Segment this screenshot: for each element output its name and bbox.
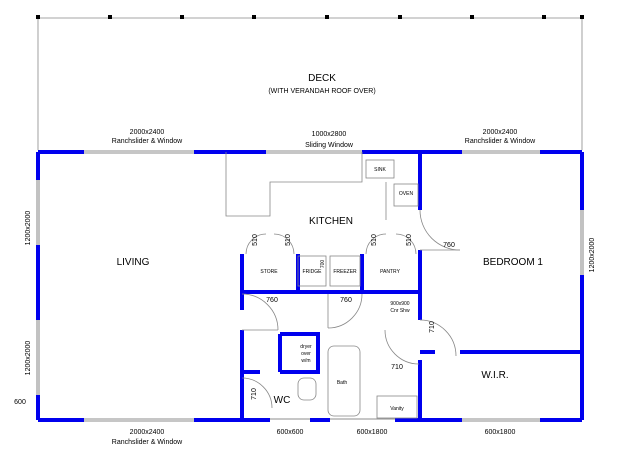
left-corner-dim: 600 — [14, 399, 26, 406]
room-wir: W.I.R. — [481, 370, 508, 381]
exterior-walls — [36, 150, 584, 422]
deck-outline — [37, 17, 583, 150]
bottom-bath-window: 600x1800 — [357, 429, 388, 436]
left-lower-window: 1200x2000 — [25, 341, 32, 376]
bottom-wc-window: 600x600 — [277, 429, 304, 436]
fridge-width-dim: 700 — [320, 260, 326, 269]
left-upper-window: 1200x2000 — [25, 211, 32, 246]
wc-door-dim: 710 — [251, 388, 258, 400]
deck-posts — [36, 15, 584, 19]
label-fridge: FRIDGE — [303, 269, 323, 275]
room-kitchen: KITCHEN — [309, 216, 353, 227]
top-left-window-size: 2000x2400 — [130, 129, 165, 136]
bottom-left-window-size: 2000x2400 — [130, 429, 165, 436]
room-wc: WC — [274, 395, 291, 406]
wir-door-dim: 710 — [429, 321, 436, 333]
label-oven: OVEN — [399, 191, 414, 197]
deck-title: DECK — [308, 73, 336, 84]
pantry-door-left-dim: 510 — [371, 234, 378, 246]
room-bedroom: BEDROOM 1 — [483, 257, 543, 268]
label-sink: SINK — [374, 167, 386, 173]
label-bath: Bath — [337, 380, 348, 386]
label-vanity: Vanity — [390, 406, 404, 412]
bedroom-door-dim: 760 — [443, 242, 455, 249]
kitchen-benches — [225, 152, 419, 419]
label-freezer: FREEZER — [333, 269, 357, 275]
store-hall-door-dim: 760 — [266, 297, 278, 304]
room-living: LIVING — [117, 257, 150, 268]
top-left-window-type: Ranchslider & Window — [112, 138, 183, 145]
label-store: STORE — [260, 269, 278, 275]
deck-subtitle: (WITH VERANDAH ROOF OVER) — [268, 88, 375, 95]
top-right-window-size: 2000x2400 — [483, 129, 518, 136]
right-side-window: 1200x2000 — [589, 238, 596, 273]
window-lines — [36, 150, 584, 422]
bottom-wir-window: 600x1800 — [485, 429, 516, 436]
kitchen-hall-door-dim: 760 — [340, 297, 352, 304]
store-door-right-dim: 510 — [285, 234, 292, 246]
bottom-left-window-type: Ranchslider & Window — [112, 439, 183, 446]
top-mid-window-type: Sliding Window — [305, 142, 354, 149]
top-mid-window-size: 1000x2800 — [312, 131, 347, 138]
top-right-window-type: Ranchslider & Window — [465, 138, 536, 145]
bath-door-dim: 710 — [391, 364, 403, 371]
label-pantry: PANTRY — [380, 269, 400, 275]
door-swings — [241, 209, 461, 409]
pantry-door-right-dim: 510 — [406, 234, 413, 246]
store-door-left-dim: 510 — [252, 234, 259, 246]
